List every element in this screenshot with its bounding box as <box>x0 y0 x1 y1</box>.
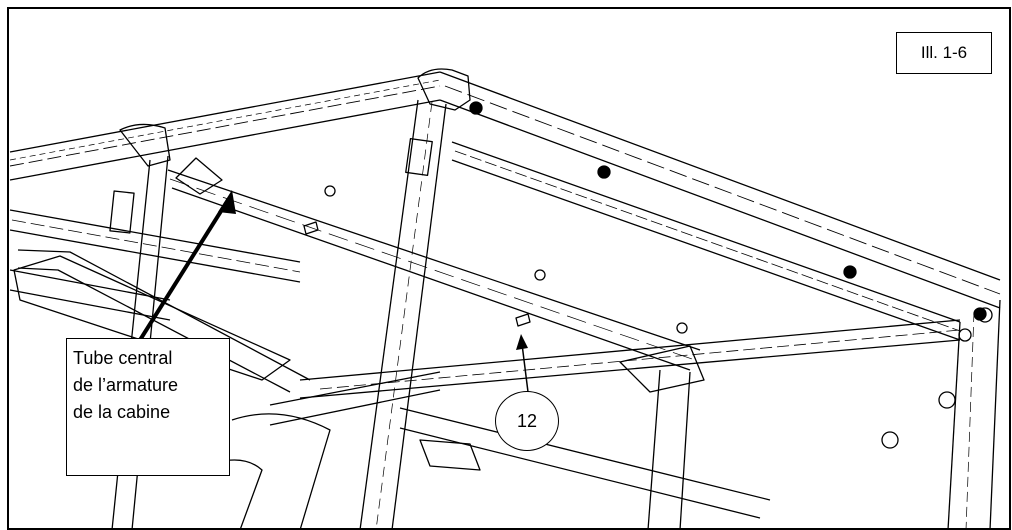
roof-rail-right <box>439 71 1001 341</box>
joint-bracket <box>619 345 705 393</box>
front-pillar <box>359 99 447 530</box>
illustration-number: Ill. 1-6 <box>896 32 992 74</box>
callout-line-1: Tube central <box>73 348 173 368</box>
callout-line-2: de l’armature <box>73 375 179 395</box>
part-number-badge: 12 <box>495 391 559 451</box>
lower-rail <box>299 319 961 519</box>
callout-line-3: de la cabine <box>73 402 171 422</box>
callout-label: Tube central de l’armature de la cabine <box>66 338 230 476</box>
corner-bracket <box>417 68 471 111</box>
door-panel <box>13 255 291 381</box>
roof-rail-left <box>9 71 441 181</box>
part-number-arrow <box>516 334 529 393</box>
rear-pillar <box>647 299 1001 530</box>
central-cabin-tube <box>167 157 701 371</box>
callout-arrow <box>138 190 236 342</box>
